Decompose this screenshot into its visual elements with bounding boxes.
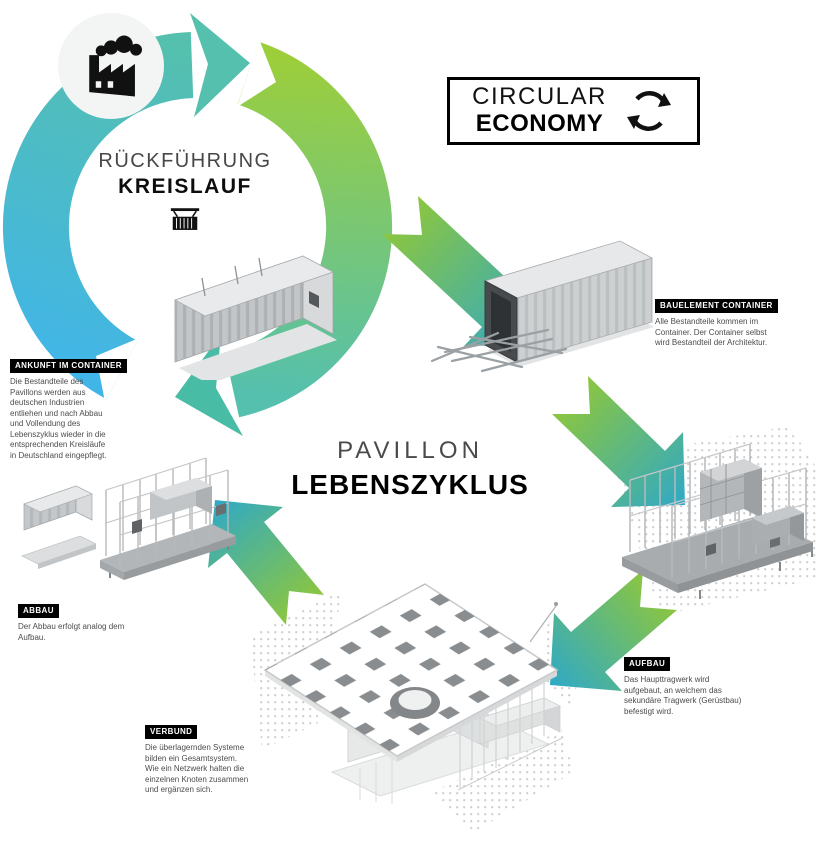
stage-desc-bauelement: Alle Bestandteile kommen im Container. D…: [655, 317, 768, 348]
stage-aufbau: AUFBAU Das Haupttragwerk wird aufgebaut,…: [624, 653, 746, 717]
stage-desc-verbund: Die überlagernden Systeme bilden ein Ges…: [145, 743, 249, 795]
cycle-arc-right-tail-notch: [237, 39, 276, 107]
stage-label-ankunft: ANKUNFT IM CONTAINER: [10, 358, 127, 373]
stage-label-abbau: ABBAU: [18, 603, 59, 618]
stage-abbau: ABBAU Der Abbau erfolgt analog dem Aufba…: [18, 600, 136, 643]
arrow-abbau-to-cycle: [208, 500, 324, 625]
cycle-title-line1: RÜCKFÜHRUNG: [98, 150, 272, 172]
cycle-arc-right: [224, 41, 393, 418]
stage-label-bauelement: BAUELEMENT CONTAINER: [655, 298, 778, 313]
pavilion-illustration: [263, 583, 563, 804]
stage-verbund: VERBUND Die überlagernden Systeme bilden…: [145, 721, 251, 796]
center-title-line2: LEBENSZYKLUS: [291, 469, 529, 500]
closed-container-illustration: [174, 255, 337, 380]
economy-badge-line2: ECONOMY: [475, 110, 604, 137]
arrow-aufbau-to-verbund: [550, 570, 677, 691]
stage-desc-aufbau: Das Haupttragwerk wird aufgebaut, an wel…: [624, 675, 742, 716]
stage-label-verbund: VERBUND: [145, 724, 198, 739]
loose-rods: [430, 328, 568, 373]
arrow-container-to-aufbau: [552, 376, 685, 507]
container-crane-icon: [170, 208, 200, 230]
stage-bauelement: BAUELEMENT CONTAINER Alle Bestandteile k…: [655, 295, 778, 349]
cycle-title: RÜCKFÜHRUNG KREISLAUF: [35, 150, 335, 238]
stage-ankunft: ANKUNFT IM CONTAINER Die Bestandteile de…: [10, 355, 127, 461]
factory-badge: [58, 13, 164, 119]
center-title: PAVILLON LEBENSZYKLUS: [265, 437, 555, 501]
cycle-arc-left-head: [190, 13, 250, 117]
recycle-icon: [626, 91, 671, 131]
center-title-line1: PAVILLON: [337, 437, 483, 464]
economy-badge-line1: CIRCULAR: [472, 83, 607, 111]
factory-icon: [89, 35, 143, 97]
cycle-title-line2: KREISLAUF: [118, 175, 252, 198]
open-container-illustration: [430, 240, 654, 373]
disassembly-illustration: [21, 457, 236, 580]
circular-economy-badge: CIRCULAR ECONOMY: [447, 77, 700, 145]
scaffold-illustration: [622, 443, 813, 599]
stage-label-aufbau: AUFBAU: [624, 656, 671, 671]
stage-desc-ankunft: Die Bestandteile des Pavillons werden au…: [10, 377, 107, 460]
stage-desc-abbau: Der Abbau erfolgt analog dem Aufbau.: [18, 622, 125, 642]
cycle-arc-right-head: [175, 334, 243, 436]
